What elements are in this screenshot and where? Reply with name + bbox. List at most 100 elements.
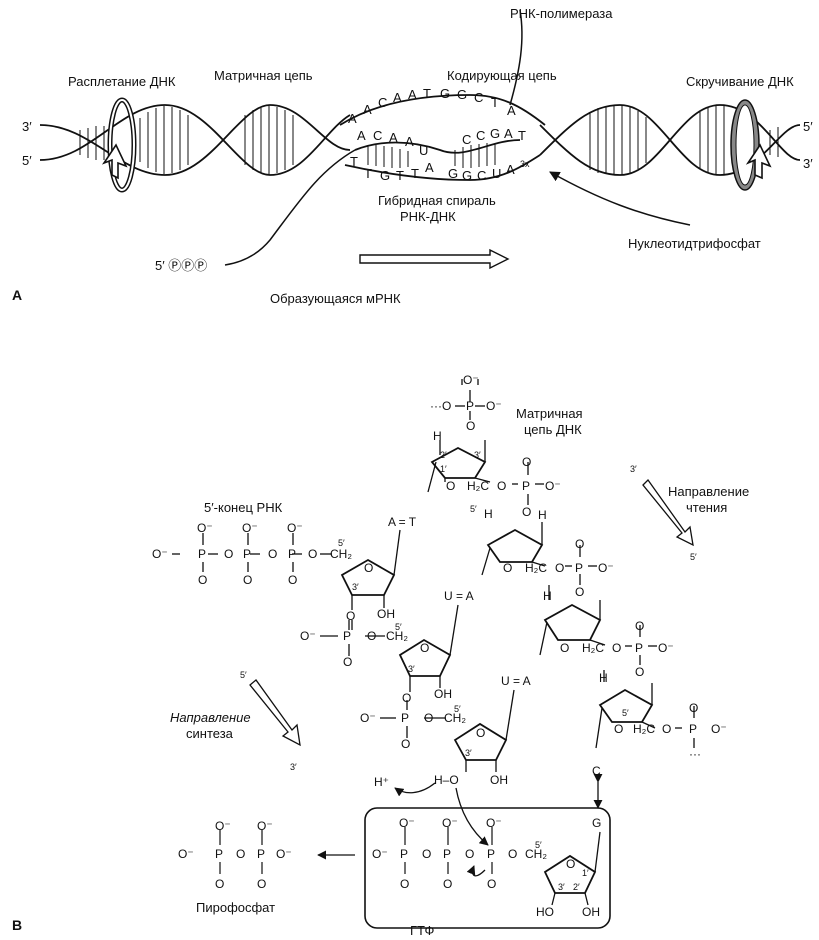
template-dna-chain (427, 379, 695, 749)
read-direction-line2: чтения (686, 500, 727, 515)
atom-o: O (346, 609, 355, 623)
prime-label: 5′ (470, 504, 477, 514)
atom-o-minus: O⁻ (372, 847, 388, 861)
transcription-bubble (339, 94, 546, 181)
atom-o-minus: O⁻ (360, 711, 376, 725)
rewinding-label: Скручивание ДНК (686, 74, 794, 89)
atom-o: O (343, 655, 352, 669)
atom-p: P (487, 847, 495, 861)
panel-a-letter: A (12, 287, 22, 303)
rna-5end-label: 5′-конец РНК (204, 500, 283, 515)
atom-o-minus: O⁻ (287, 521, 303, 535)
rna-base: A (405, 134, 414, 149)
atom-o: O (400, 877, 409, 891)
template-base: G (380, 168, 390, 183)
prime-label: 2′ (440, 450, 447, 460)
end-label: 5′ (22, 153, 32, 168)
rna-base: C (476, 128, 485, 143)
prime-label: 5′ (338, 538, 345, 548)
rna-base: U (419, 143, 428, 158)
atom-o: O (308, 547, 317, 561)
prime-label: 5′ (395, 622, 402, 632)
prime-label: 5′ (535, 840, 542, 850)
base-c: C (592, 764, 601, 778)
pair-a-t: A = T (388, 515, 417, 529)
atom-ch2: CH₂ (444, 711, 466, 725)
atom-p: P (400, 847, 408, 861)
atom-o-minus: O⁻ (197, 521, 213, 535)
rna-polymerase-label: РНК-полимераза (510, 6, 613, 21)
atom-o: O (612, 641, 621, 655)
coding-base: C (474, 90, 483, 105)
template-dna-label-line1: Матричная (516, 406, 583, 421)
atom-h: H (484, 507, 493, 521)
read-direction-line1: Направление (668, 484, 749, 499)
template-base: T (396, 168, 404, 183)
end-label: 3′ (22, 119, 32, 134)
prime-label: 5′ (622, 708, 629, 718)
template-dna-label-line2: цепь ДНК (524, 422, 582, 437)
rna-base: A (357, 128, 366, 143)
pyrophosphate-molecule (219, 830, 263, 874)
prime-label: 3′ (352, 582, 359, 592)
prime-label: 3′ (465, 748, 472, 758)
coding-base: A (348, 111, 357, 126)
right-helix-rungs (589, 105, 779, 175)
pyrophosphate-label: Пирофосфат (196, 900, 275, 915)
read-dir-end: 5′ (690, 552, 697, 562)
coding-base: A (393, 90, 402, 105)
rna-base: C (477, 168, 486, 183)
atom-ho: HO (536, 905, 554, 919)
atom-h2c: H₂C (582, 641, 604, 655)
atom-o: O (662, 722, 671, 736)
atom-o: O (635, 619, 644, 633)
coding-base: A (408, 87, 417, 102)
atom-h2c: H₂C (467, 479, 489, 493)
left-helix-rungs (79, 106, 294, 174)
atom-o-minus: O⁻ (242, 521, 258, 535)
atom-o: O (402, 691, 411, 705)
read-direction-arrow (642, 478, 694, 547)
prime-label: 3′ (474, 450, 481, 460)
prime-label: 3′ (408, 664, 415, 674)
atom-o: O (575, 537, 584, 551)
left-helix (39, 104, 351, 176)
atom-o: O (443, 877, 452, 891)
atom-o: O (555, 561, 564, 575)
atom-p: P (288, 547, 296, 561)
hybrid-label-line1: Гибридная спираль (378, 193, 496, 208)
panel-b: B (12, 373, 749, 938)
prime-label: 1′ (440, 464, 447, 474)
ntp-label: Нуклеотидтрифосфат (628, 236, 761, 251)
coding-sequence: A A C A A T G G C T A (348, 86, 516, 126)
pair-u-a: U = A (501, 674, 531, 688)
rna-sequence-left: A C A A U C C G A T (357, 126, 526, 158)
atom-dots: ··· (689, 747, 701, 761)
coding-base: T (491, 95, 499, 110)
coding-base: G (457, 87, 467, 102)
right-helix (539, 104, 801, 176)
template-base: A (425, 160, 434, 175)
atom-o: O (288, 573, 297, 587)
atom-ch2: CH₂ (330, 547, 352, 561)
atom-p: P (466, 399, 474, 413)
atom-o-minus: O⁻ (276, 847, 292, 861)
atom-o: O (236, 847, 245, 861)
template-base: T (350, 154, 358, 169)
atom-o-minus: O⁻ (658, 641, 674, 655)
atom-p: P (522, 479, 530, 493)
atom-o: O (487, 877, 496, 891)
rna-base: A (504, 126, 513, 141)
five-prime-ppp: 5′ ⓅⓅⓅ (155, 258, 207, 273)
atom-ch2: CH₂ (525, 847, 547, 861)
atom-o-minus: O⁻ (486, 399, 502, 413)
atom-o: O (575, 585, 584, 599)
atom-o: O (566, 857, 575, 871)
atom-o: O (466, 419, 475, 433)
atom-p: P (243, 547, 251, 561)
rna-base: A (389, 130, 398, 145)
coding-strand-label: Кодирующая цепь (447, 68, 557, 83)
prime-label: 2′ (573, 882, 580, 892)
template-base: T (364, 166, 372, 181)
